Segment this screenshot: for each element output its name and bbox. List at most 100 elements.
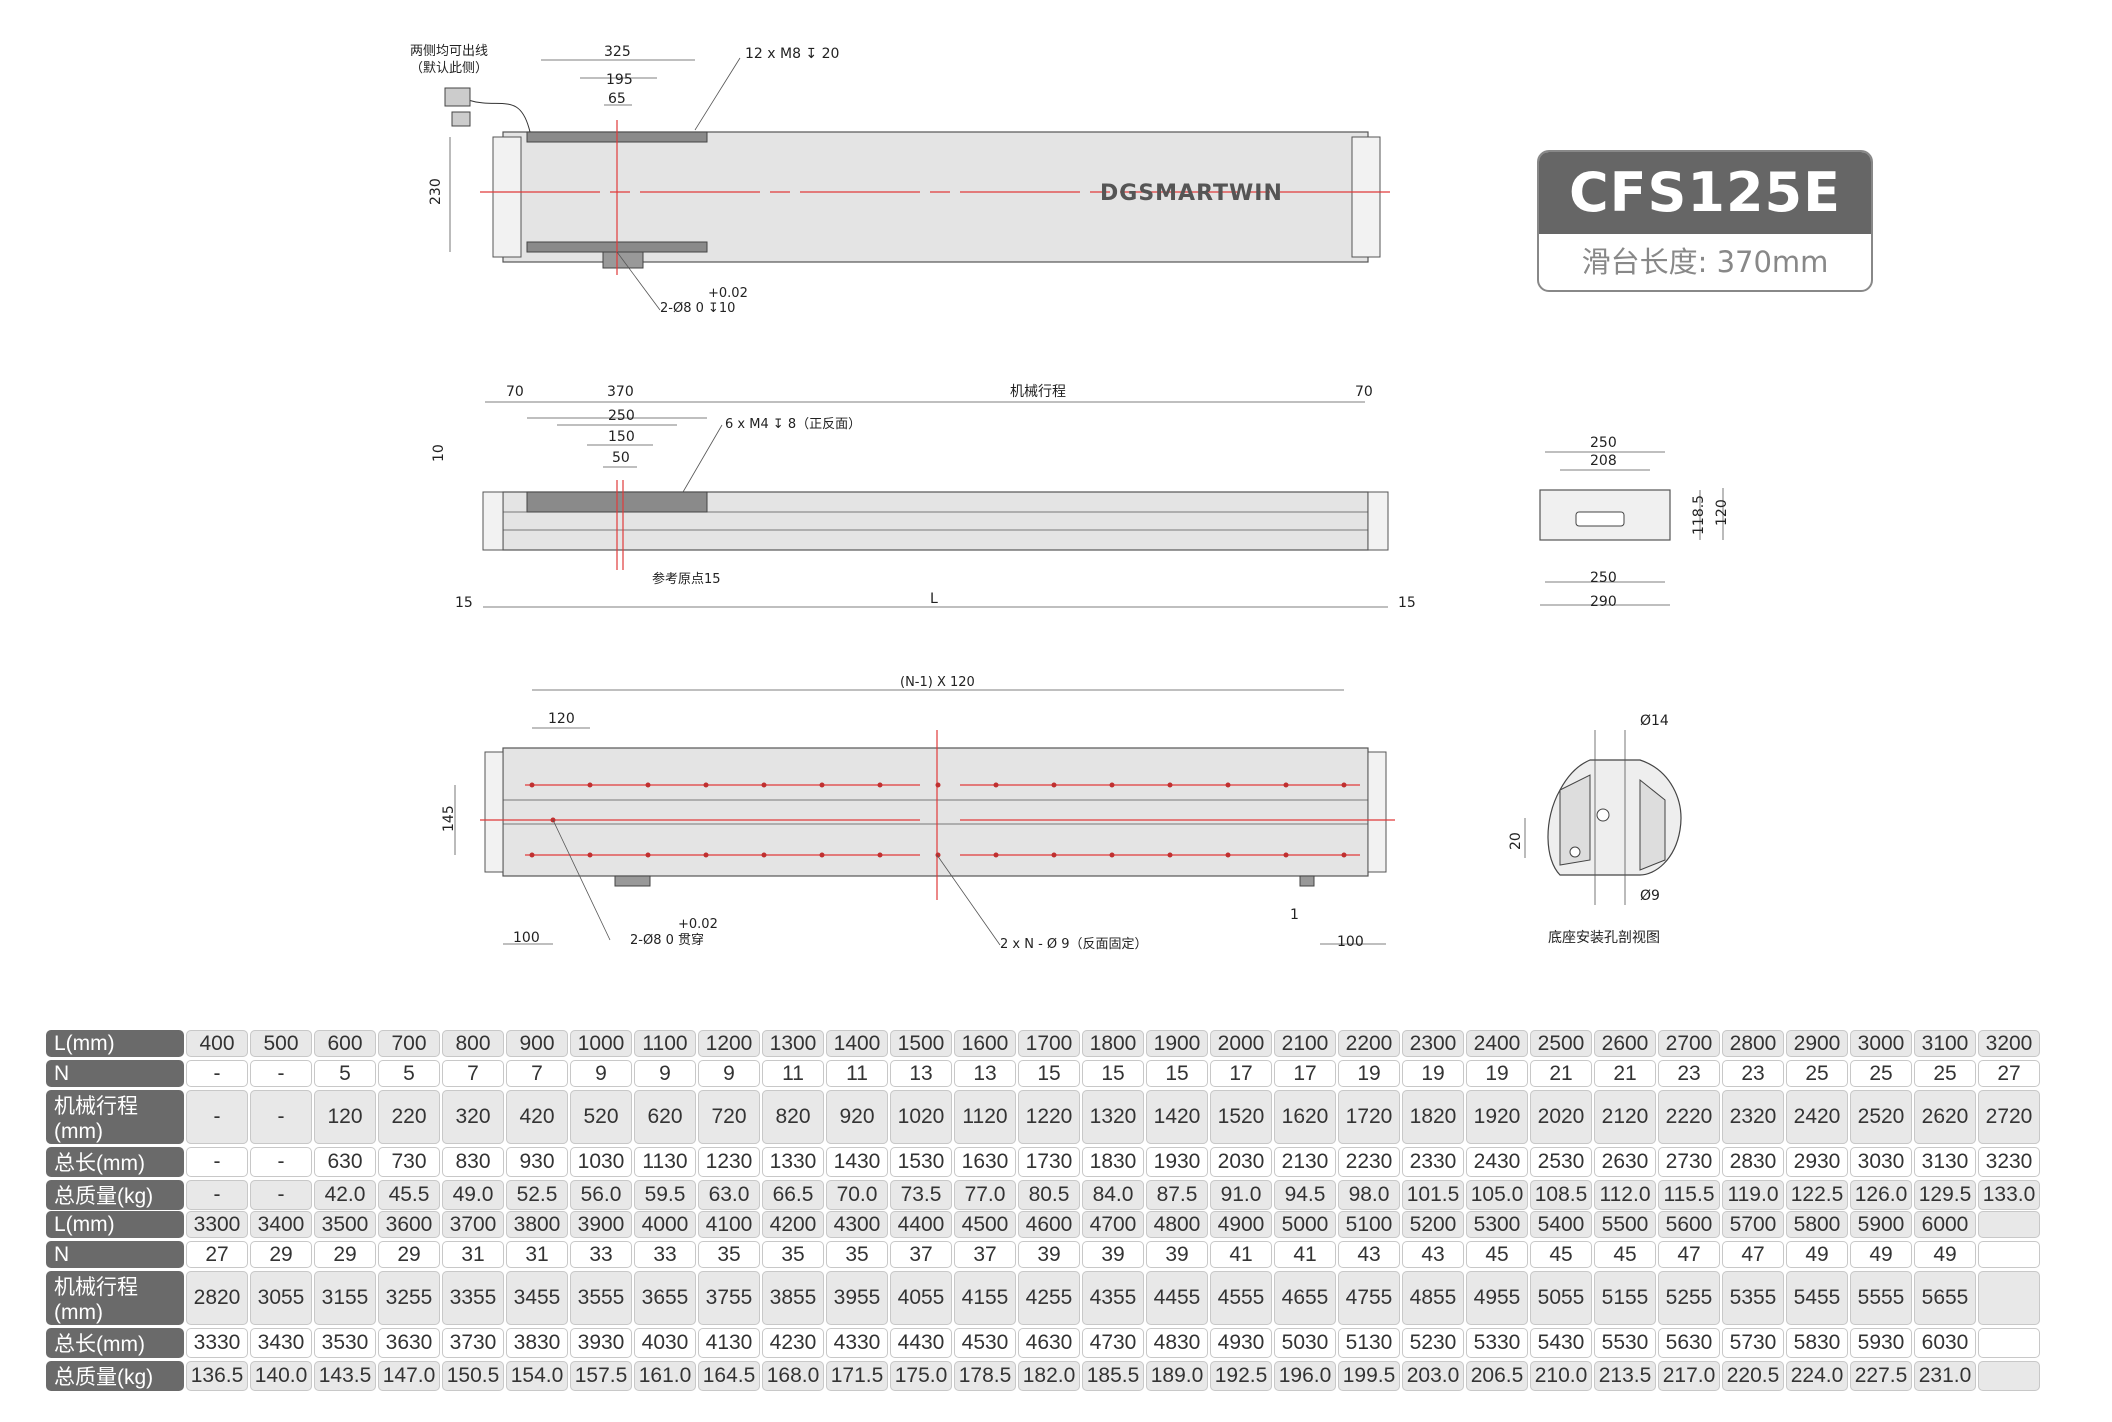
spec-cell: 4600 xyxy=(1018,1211,1080,1238)
spec-cell: 11 xyxy=(762,1060,824,1087)
spec-cell: 213.5 xyxy=(1594,1361,1656,1391)
stroke-label: 机械行程 xyxy=(1010,384,1066,400)
spec-cell: 5600 xyxy=(1658,1211,1720,1238)
spec-cell: 11 xyxy=(826,1060,888,1087)
dim-145: 145 xyxy=(441,805,457,832)
spec-cell: 1620 xyxy=(1274,1090,1336,1144)
spec-cell: 37 xyxy=(890,1241,952,1268)
spec-cell: 1420 xyxy=(1146,1090,1208,1144)
spec-cell: 4130 xyxy=(698,1328,760,1358)
spec-cell: 49 xyxy=(1850,1241,1912,1268)
spec-cell: 115.5 xyxy=(1658,1180,1720,1210)
spec-cell: 171.5 xyxy=(826,1361,888,1391)
spec-cell: 3155 xyxy=(314,1271,376,1325)
section-dia-14: Ø14 xyxy=(1640,713,1669,729)
spec-cell: - xyxy=(250,1180,312,1210)
spec-cell: - xyxy=(250,1147,312,1177)
spec-cell: 700 xyxy=(378,1030,440,1057)
spec-cell: 5030 xyxy=(1274,1328,1336,1358)
spec-cell: 91.0 xyxy=(1210,1180,1272,1210)
spec-cell: 49 xyxy=(1914,1241,1976,1268)
spec-cell: 9 xyxy=(570,1060,632,1087)
spec-cell: 5000 xyxy=(1274,1211,1336,1238)
spec-cell: 3430 xyxy=(250,1328,312,1358)
end-dim-208: 208 xyxy=(1590,453,1617,469)
spec-cell: 830 xyxy=(442,1147,504,1177)
spec-cell: 9 xyxy=(634,1060,696,1087)
dim-10: 10 xyxy=(431,444,447,462)
spec-cell: 5130 xyxy=(1338,1328,1400,1358)
bottom-dim-1: 1 xyxy=(1290,907,1299,923)
spec-cell: 47 xyxy=(1658,1241,1720,1268)
spec-cell: 3630 xyxy=(378,1328,440,1358)
spec-cell: 3300 xyxy=(186,1211,248,1238)
spec-cell: 3600 xyxy=(378,1211,440,1238)
spec-cell: 2020 xyxy=(1530,1090,1592,1144)
spec-cell: 5055 xyxy=(1530,1271,1592,1325)
top-view: 两侧均可出线 （默认此侧） 325 195 65 12 x M8 ↧ 20 23… xyxy=(410,44,1390,316)
dim-15-right: 15 xyxy=(1398,595,1416,611)
spec-row-header: 总质量(kg) xyxy=(46,1361,184,1391)
spec-cell: 39 xyxy=(1146,1241,1208,1268)
spec-cell: 63.0 xyxy=(698,1180,760,1210)
spec-cell: 2720 xyxy=(1978,1090,2040,1144)
spec-cell: 87.5 xyxy=(1146,1180,1208,1210)
spec-cell: 2630 xyxy=(1594,1147,1656,1177)
spec-cell: 920 xyxy=(826,1090,888,1144)
spec-cell: 19 xyxy=(1466,1060,1528,1087)
spec-cell: 520 xyxy=(570,1090,632,1144)
spec-cell: 175.0 xyxy=(890,1361,952,1391)
spec-cell: 59.5 xyxy=(634,1180,696,1210)
spec-cell: 4330 xyxy=(826,1328,888,1358)
spec-cell: 5430 xyxy=(1530,1328,1592,1358)
bottom-hole-note: 2 x N - Ø 9（反面固定） xyxy=(1000,937,1148,952)
spec-cell: 5455 xyxy=(1786,1271,1848,1325)
spec-cell: 1720 xyxy=(1338,1090,1400,1144)
side-tap-note: 6 x M4 ↧ 8（正反面） xyxy=(725,417,861,432)
spec-cell: 3130 xyxy=(1914,1147,1976,1177)
bottom-dim-100-left: 100 xyxy=(513,930,540,946)
spec-cell: 4630 xyxy=(1018,1328,1080,1358)
spec-cell: 4430 xyxy=(890,1328,952,1358)
spec-cell: 4200 xyxy=(762,1211,824,1238)
spec-cell: 2000 xyxy=(1210,1030,1272,1057)
spec-cell: 3755 xyxy=(698,1271,760,1325)
spec-cell: 4900 xyxy=(1210,1211,1272,1238)
spec-cell xyxy=(1978,1271,2040,1325)
spec-cell: 4800 xyxy=(1146,1211,1208,1238)
spec-cell: 210.0 xyxy=(1530,1361,1592,1391)
dim-70-right: 70 xyxy=(1355,384,1373,400)
spec-cell: 2930 xyxy=(1786,1147,1848,1177)
spec-cell: 231.0 xyxy=(1914,1361,1976,1391)
slider-length: 滑台长度: 370mm xyxy=(1581,245,1829,279)
spec-cell: 199.5 xyxy=(1338,1361,1400,1391)
spec-row-header: 总长(mm) xyxy=(46,1147,184,1177)
spec-cell: 101.5 xyxy=(1402,1180,1464,1210)
spec-cell: 9 xyxy=(698,1060,760,1087)
top-view-left-endcap xyxy=(492,136,522,258)
spec-cell: 33 xyxy=(570,1241,632,1268)
bottom-left-endcap xyxy=(484,751,504,873)
spec-cell: 15 xyxy=(1018,1060,1080,1087)
end-dim-250-bottom: 250 xyxy=(1590,570,1617,586)
spec-cell: 182.0 xyxy=(1018,1361,1080,1391)
spec-cell: 5255 xyxy=(1658,1271,1720,1325)
spec-cell: 4955 xyxy=(1466,1271,1528,1325)
spec-cell: 185.5 xyxy=(1082,1361,1144,1391)
spec-cell: 2800 xyxy=(1722,1030,1784,1057)
spec-cell: 4000 xyxy=(634,1211,696,1238)
spec-cell: 105.0 xyxy=(1466,1180,1528,1210)
spec-cell: 5500 xyxy=(1594,1211,1656,1238)
section-dim-20: 20 xyxy=(1508,832,1524,850)
spec-cell: 2120 xyxy=(1594,1090,1656,1144)
spec-cell: 3730 xyxy=(442,1328,504,1358)
bottom-view: (N-1) X 120 120 145 +0.02 2-Ø8 0 贯穿 2 x … xyxy=(441,675,1395,952)
spec-cell: 3855 xyxy=(762,1271,824,1325)
end-view: 250 208 118.5 120 250 290 xyxy=(1539,435,1730,610)
spec-row-header: 总质量(kg) xyxy=(46,1180,184,1210)
spec-cell: 5930 xyxy=(1850,1328,1912,1358)
